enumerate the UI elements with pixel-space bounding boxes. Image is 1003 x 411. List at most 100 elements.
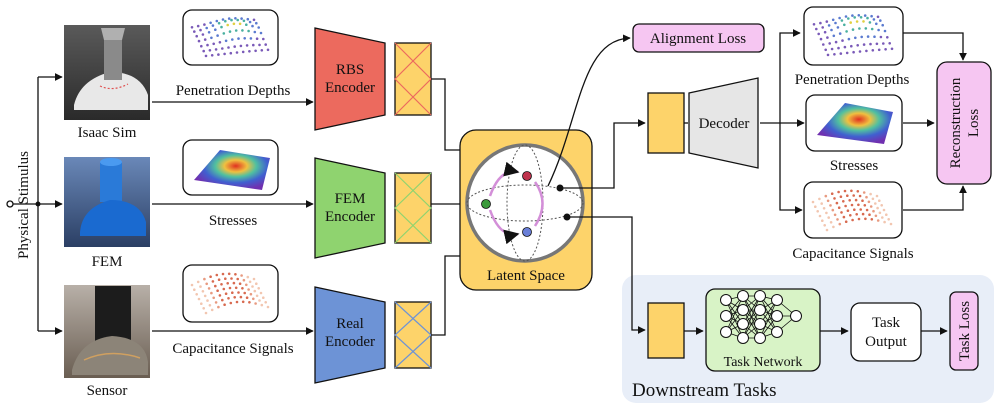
plot-dot xyxy=(842,200,845,203)
plot-dot xyxy=(837,206,841,209)
plot-dot xyxy=(850,189,853,193)
plot-dot xyxy=(874,214,878,218)
plot-dot xyxy=(211,24,215,27)
plot-dot xyxy=(875,194,879,198)
plot-dot xyxy=(882,208,886,212)
plot-dot xyxy=(212,42,215,46)
plot-dot xyxy=(234,273,237,276)
nn-node xyxy=(737,290,749,302)
plot-dot xyxy=(877,28,880,32)
plot-dot xyxy=(873,35,876,38)
plot-dot xyxy=(238,282,242,286)
plot-dot xyxy=(869,205,873,208)
latent-point-real xyxy=(522,227,532,237)
recon-stresses-label: Stresses xyxy=(830,158,878,174)
nn-node xyxy=(754,290,766,302)
plot-dot xyxy=(222,287,226,291)
plot-dot xyxy=(193,288,196,292)
plot-dot xyxy=(254,282,258,286)
plot-dot xyxy=(254,49,257,53)
plot-dot xyxy=(238,22,242,26)
plot-dot xyxy=(202,49,205,53)
nn-node xyxy=(771,326,783,338)
plot-dot xyxy=(827,24,831,27)
plot-dot xyxy=(889,222,893,226)
plot-dot xyxy=(215,273,219,277)
plot-dot xyxy=(266,305,270,309)
fem-encoder-label-1: FEM xyxy=(335,191,366,207)
plot-dot xyxy=(197,297,201,301)
plot-dot xyxy=(224,39,228,43)
plot-dot xyxy=(258,43,261,47)
plot-dot xyxy=(890,47,894,51)
plot-dot xyxy=(234,29,238,32)
downstream-tasks-title: Downstream Tasks xyxy=(632,380,777,401)
alignment-loss-box xyxy=(632,23,765,53)
task-output-label-2: Output xyxy=(865,334,908,350)
nn-node xyxy=(720,294,732,306)
sensor-label: Sensor xyxy=(87,383,128,399)
fem-encoder xyxy=(314,157,386,259)
recon-penetration-depths-thumbnail xyxy=(803,6,904,66)
recon-penetration-depths-label: Penetration Depths xyxy=(795,72,910,88)
plot-dot xyxy=(216,289,219,293)
plot-dot xyxy=(227,46,230,49)
capacitance-signals-thumbnail xyxy=(182,264,279,323)
plot-dot xyxy=(879,19,882,22)
plot-dot xyxy=(835,201,839,205)
plot-dot xyxy=(241,287,244,290)
penetration-depths-thumbnail xyxy=(182,9,279,66)
plot-dot xyxy=(861,199,864,202)
plot-dot xyxy=(200,302,203,306)
plot-dot xyxy=(195,34,198,38)
plot-dot xyxy=(826,199,830,203)
plot-dot xyxy=(881,216,884,219)
plot-dot xyxy=(863,14,867,17)
plot-dot xyxy=(817,32,820,36)
plot-dot xyxy=(872,18,876,21)
plot-dot xyxy=(829,221,833,224)
plot-dot xyxy=(876,206,879,210)
plot-dot xyxy=(825,211,828,215)
plot-dot xyxy=(825,20,829,23)
plot-dot xyxy=(884,48,887,51)
plot-dot xyxy=(248,20,252,24)
plot-dot xyxy=(214,301,218,304)
plot-dot xyxy=(846,209,850,212)
plot-dot xyxy=(254,21,258,25)
plot-dot xyxy=(824,194,828,198)
plot-dot xyxy=(266,48,270,52)
plot-dot xyxy=(234,286,238,290)
plot-dot xyxy=(202,307,205,310)
decoder-label: Decoder xyxy=(699,116,750,132)
plot-dot xyxy=(217,305,220,309)
plot-dot xyxy=(854,198,858,202)
plot-dot xyxy=(252,18,256,22)
plot-dot xyxy=(831,208,835,212)
plot-dot xyxy=(842,215,846,219)
plot-dot xyxy=(228,30,232,33)
nn-node xyxy=(754,332,766,344)
plot-dot xyxy=(199,28,202,32)
plot-dot xyxy=(214,28,217,32)
plot-dot xyxy=(844,204,847,208)
recon-capacitance-signals-label: Capacitance Signals xyxy=(792,246,913,262)
plot-dot xyxy=(828,42,831,45)
plot-dot xyxy=(214,48,218,51)
plot-dot xyxy=(216,34,219,37)
plot-dot xyxy=(877,48,881,52)
plot-dot xyxy=(227,272,231,276)
plot-dot xyxy=(871,49,875,52)
plot-dot xyxy=(253,289,257,293)
plot-dot xyxy=(885,213,888,216)
plot-dot xyxy=(201,290,205,293)
plot-dot xyxy=(832,225,835,229)
fem-image xyxy=(64,157,150,247)
plot-dot xyxy=(888,42,891,45)
plot-dot xyxy=(231,291,234,295)
plot-dot xyxy=(876,15,880,19)
plot-dot xyxy=(255,294,259,298)
plot-dot xyxy=(862,20,865,23)
latent-space-label: Latent Space xyxy=(487,268,565,284)
plot-dot xyxy=(847,17,850,20)
